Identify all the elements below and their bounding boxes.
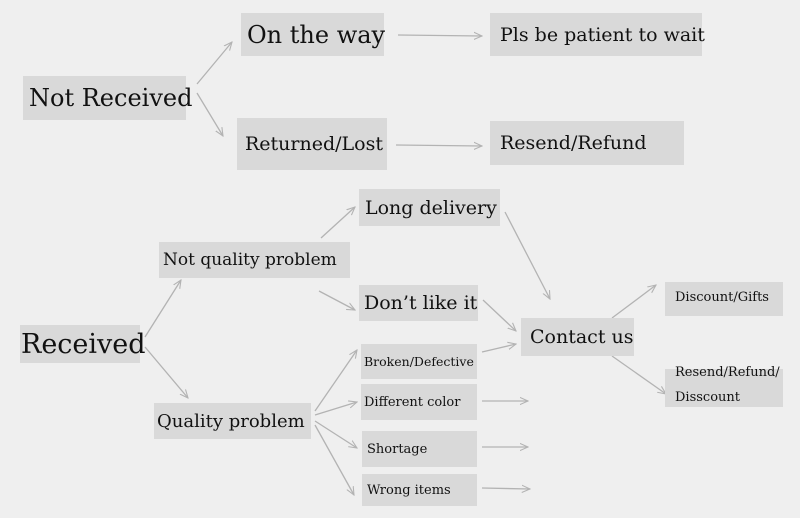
arrow-notreceived-ontheway xyxy=(196,42,232,85)
arrow-notquality-longdelivery xyxy=(320,207,355,239)
resend-refund-discount-line1: Resend/Refund/ xyxy=(675,365,780,380)
shortage-node: Shortage xyxy=(362,431,477,467)
long-delivery-node: Long delivery xyxy=(359,189,500,226)
discount-gifts-node: Discount/Gifts xyxy=(665,282,783,316)
on-the-way-label: On the way xyxy=(247,20,386,49)
dont-like-it-node: Don’t like it xyxy=(359,285,478,321)
be-patient-node: Pls be patient to wait xyxy=(490,13,705,56)
discount-gifts-label: Discount/Gifts xyxy=(675,290,769,305)
wrong-items-label: Wrong items xyxy=(367,482,451,498)
shortage-label: Shortage xyxy=(367,441,428,457)
contact-us-node: Contact us xyxy=(521,318,634,356)
not-quality-problem-label: Not quality problem xyxy=(163,250,337,270)
not-quality-problem-node: Not quality problem xyxy=(159,242,350,278)
arrow-quality-wrong xyxy=(314,424,354,495)
resend-refund-discount-line2: Disscount xyxy=(675,390,740,405)
arrow-returnedlost-resend xyxy=(395,145,482,146)
wrong-items-node: Wrong items xyxy=(362,474,477,506)
arrow-wrong-out xyxy=(481,488,530,489)
arrow-quality-shortage xyxy=(314,420,357,448)
returned-lost-label: Returned/Lost xyxy=(245,133,383,155)
arrow-contact-resenddiscount xyxy=(611,355,666,394)
arrow-ontheway-patient xyxy=(397,35,482,36)
quality-problem-node: Quality problem xyxy=(154,403,311,439)
arrow-received-quality xyxy=(144,346,188,398)
not-received-node: Not Received xyxy=(23,76,192,120)
arrow-longdelivery-contact xyxy=(504,211,550,299)
arrow-dontlike-contact xyxy=(482,299,516,331)
broken-defective-label: Broken/Defective xyxy=(364,354,474,369)
quality-problem-label: Quality problem xyxy=(157,410,305,432)
contact-us-label: Contact us xyxy=(530,326,634,348)
arrow-quality-broken xyxy=(314,350,357,412)
long-delivery-label: Long delivery xyxy=(365,196,497,219)
arrow-notquality-dontlike xyxy=(318,290,355,310)
resend-refund-label: Resend/Refund xyxy=(500,132,647,154)
broken-defective-node: Broken/Defective xyxy=(361,344,477,379)
received-node: Received xyxy=(20,325,146,363)
be-patient-label: Pls be patient to wait xyxy=(500,23,705,46)
returned-lost-node: Returned/Lost xyxy=(237,118,387,170)
dont-like-it-label: Don’t like it xyxy=(364,292,478,314)
resend-refund-node: Resend/Refund xyxy=(490,121,684,165)
arrow-broken-contact xyxy=(481,344,516,353)
on-the-way-node: On the way xyxy=(241,13,386,56)
not-received-label: Not Received xyxy=(29,84,193,112)
arrow-contact-discountgifts xyxy=(611,285,656,319)
resend-refund-discount-node: Resend/Refund/ Disscount xyxy=(665,365,783,407)
arrow-quality-color xyxy=(314,402,357,416)
different-color-label: Different color xyxy=(364,394,461,410)
received-label: Received xyxy=(21,328,146,360)
arrow-notreceived-returnedlost xyxy=(196,92,223,136)
different-color-node: Different color xyxy=(361,384,477,420)
arrow-received-notquality xyxy=(144,280,181,338)
